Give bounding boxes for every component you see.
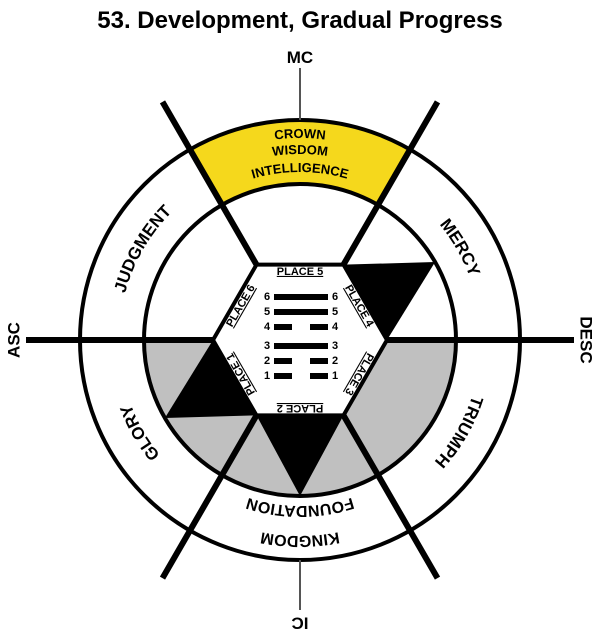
ring-label-intelligence: INTELLIGENCE	[250, 160, 351, 182]
ring-label-glory: GLORY	[116, 401, 163, 464]
svg-text:GLORY: GLORY	[116, 401, 163, 464]
line-number-right: 3	[332, 340, 338, 352]
ring-label-wisdom: WISDOM	[271, 142, 329, 159]
line-number-right: 1	[332, 370, 338, 382]
place5-sector	[222, 184, 378, 265]
place-5-label: PLACE 5	[277, 266, 323, 278]
line-number-right: 4	[332, 321, 339, 333]
yang-line	[274, 294, 328, 300]
crown-sector-highlight	[190, 119, 410, 205]
line-number-right: 6	[332, 291, 338, 303]
place2-triangle	[256, 415, 344, 496]
yang-line	[274, 343, 328, 349]
place6-sector	[144, 204, 257, 340]
yin-line-right	[310, 358, 328, 364]
axis-label-asc: ASC	[4, 322, 23, 358]
yin-line-right	[310, 324, 328, 330]
ring-label-mercy: MERCY	[436, 215, 484, 279]
svg-text:INTELLIGENCE: INTELLIGENCE	[250, 160, 351, 182]
svg-text:KINGDOM: KINGDOM	[259, 528, 340, 549]
line-number-right: 5	[332, 306, 338, 318]
axis-label-ic: IC	[292, 614, 309, 633]
yang-line	[274, 309, 328, 315]
spoke-line	[340, 100, 441, 267]
line-number-left: 1	[264, 370, 270, 382]
svg-text:MERCY: MERCY	[436, 215, 484, 279]
svg-text:WISDOM: WISDOM	[271, 142, 329, 159]
line-number-left: 3	[264, 340, 270, 352]
ring-label-kingdom: KINGDOM	[259, 528, 340, 549]
spoke-line	[340, 413, 441, 580]
place1-triangle	[164, 340, 257, 418]
yin-line-right	[310, 373, 328, 379]
yin-line-left	[274, 373, 292, 379]
svg-text:CROWN: CROWN	[274, 126, 327, 143]
spoke-line	[159, 100, 260, 267]
axis-label-mc: MC	[287, 48, 313, 67]
line-number-left: 4	[264, 321, 271, 333]
place4-triangle	[343, 262, 436, 340]
axis-label-desc: DESC	[577, 316, 596, 363]
place-2-label: PLACE 2	[277, 402, 323, 414]
spoke-line	[159, 413, 260, 580]
diagram-title: 53. Development, Gradual Progress	[97, 7, 502, 34]
place3-sector	[343, 340, 456, 476]
line-number-left: 6	[264, 291, 270, 303]
yin-line-left	[274, 358, 292, 364]
line-number-left: 2	[264, 355, 270, 367]
line-number-right: 2	[332, 355, 338, 367]
yin-line-left	[274, 324, 292, 330]
line-number-left: 5	[264, 306, 270, 318]
ring-label-crown: CROWN	[274, 126, 327, 143]
